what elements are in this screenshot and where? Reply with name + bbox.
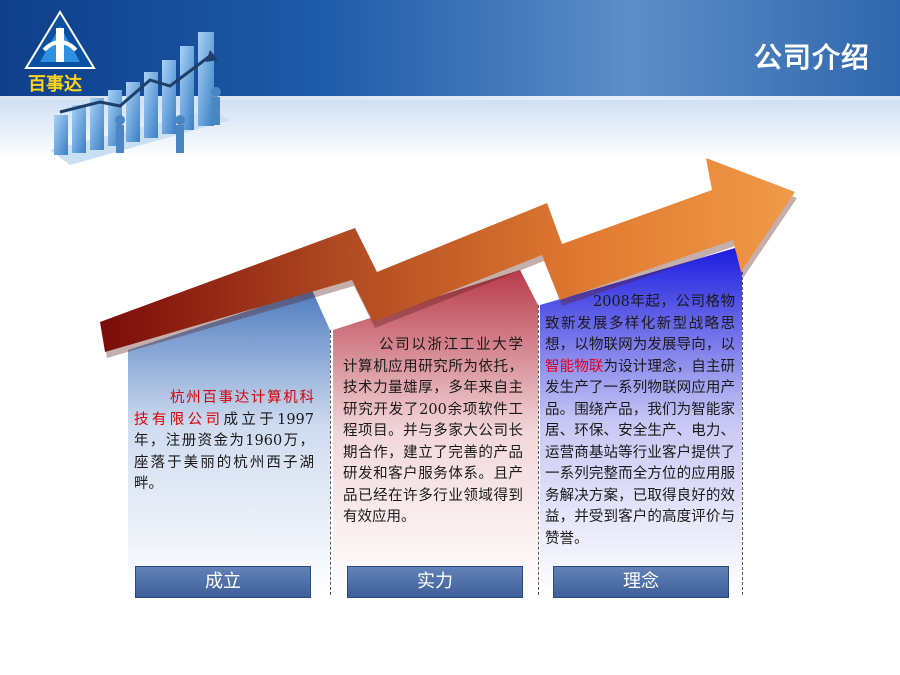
label-strength: 实力: [347, 566, 523, 598]
label-establishment: 成立: [135, 566, 311, 598]
panel-strength-text: 公司以浙江工业大学计算机应用研究所为依托，技术力量雄厚，多年来自主研究开发了20…: [343, 335, 523, 529]
company-logo-icon: [24, 10, 96, 69]
logo-text: 百事达: [28, 74, 82, 95]
philosophy-details-end: 为设计理念，自主研发生产了一系列物联网应用产品。围绕产品，我们为智能家居、环保、…: [545, 358, 735, 547]
panel-philosophy-text: 2008年起，公司格物致新发展多样化新型战略思想，以物联网为发展导向，以智能物联…: [545, 292, 735, 550]
establishment-details: 成立于1997年，注册资金为1960万，座落于美丽的杭州西子湖畔。: [134, 411, 314, 493]
label-philosophy: 理念: [553, 566, 729, 598]
page-title: 公司介绍: [753, 41, 870, 74]
panel-divider: [742, 272, 743, 595]
panel-divider: [330, 330, 331, 595]
header-divider: [0, 96, 900, 101]
growth-chart-illustration-icon: [50, 32, 230, 165]
company-name: 杭州百事达计算机科技有限公司: [134, 390, 314, 428]
panel-divider: [538, 305, 539, 595]
strength-details: 公司以浙江工业大学计算机应用研究所为依托，技术力量雄厚，多年来自主研究开发了20…: [343, 337, 523, 525]
philosophy-highlight: 智能物联: [545, 358, 604, 375]
panel-establishment-text: 杭州百事达计算机科技有限公司成立于1997年，注册资金为1960万，座落于美丽的…: [134, 388, 314, 496]
philosophy-details-start: 2008年起，公司格物致新发展多样化新型战略思想，以物联网为发展导向，以: [545, 294, 735, 353]
